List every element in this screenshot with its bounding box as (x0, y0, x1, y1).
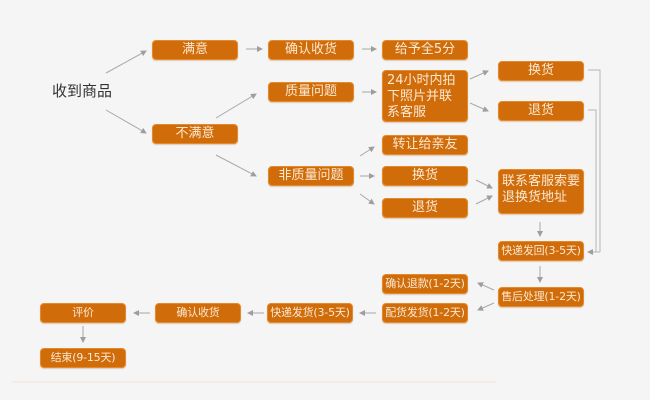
node-end: 结束(9-15天) (40, 348, 126, 368)
node-prepare-ship: 配货发货(1-2天) (382, 303, 468, 323)
node-confirm-receipt: 确认收货 (268, 40, 354, 60)
node-exchange: 换货 (498, 61, 584, 81)
node-review: 评价 (40, 303, 126, 323)
node-quality-issue: 质量问题 (268, 82, 354, 102)
node-confirm-refund: 确认退款(1-2天) (382, 274, 468, 294)
node-give-5-stars: 给予全5分 (382, 40, 468, 60)
node-unsatisfied: 不满意 (152, 124, 238, 144)
node-ship-back: 快递发回(3-5天) (498, 241, 584, 261)
node-satisfied: 满意 (152, 40, 238, 60)
node-after-sales: 售后处理(1-2天) (498, 287, 584, 307)
node-non-quality-issue: 非质量问题 (268, 166, 354, 186)
node-express-ship: 快递发货(3-5天) (267, 303, 353, 323)
node-transfer-friend: 转让给亲友 (382, 135, 468, 155)
node-exchange-2: 换货 (382, 166, 468, 186)
node-return: 退货 (498, 101, 584, 121)
start-label: 收到商品 (52, 82, 113, 100)
node-contact-address: 联系客服索要退换货地址 (498, 169, 584, 214)
node-confirm-receipt-2: 确认收货 (155, 303, 241, 323)
node-return-2: 退货 (382, 198, 468, 218)
bottom-divider (12, 381, 496, 383)
node-photo-contact: 24小时内拍下照片并联系客服 (382, 70, 468, 122)
